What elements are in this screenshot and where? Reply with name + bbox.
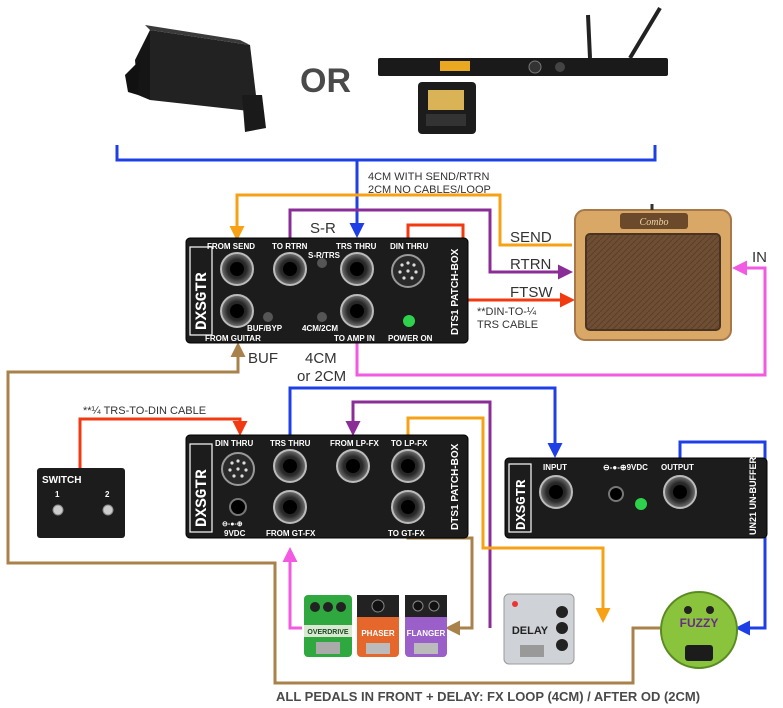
cable-purple-return	[288, 208, 573, 280]
patch-box-2: DXSGTR DTS1 PATCH-BOX DIN THRU TRS THRU …	[185, 434, 469, 539]
buffer-power-led	[635, 498, 647, 510]
pedal-phaser: PHASER	[357, 595, 399, 657]
pb2-din-thru-label: DIN THRU	[215, 439, 253, 448]
cable-blue-input	[115, 145, 657, 235]
pb1-s-r-trs-label: S-R/TRS	[308, 251, 341, 260]
cable-blue-buffer-out	[678, 440, 767, 636]
pedal-delay-footswitch[interactable]	[520, 645, 544, 657]
footswitch-unit: SWITCH 1 2	[37, 468, 125, 538]
footer-caption: ALL PEDALS IN FRONT + DELAY: FX LOOP (4C…	[276, 689, 700, 704]
pb2-dc-symbol: ⊖-●-⊕	[222, 521, 243, 528]
pb1-buf-byp-switch[interactable]	[263, 312, 273, 322]
pb1-buf-byp-label: BUF/BYP	[247, 324, 283, 333]
amp-badge: Combo	[640, 217, 669, 228]
cable-red-switch	[78, 417, 248, 468]
pb1-to-rtrn-label: TO RTRN	[272, 242, 308, 251]
switch-fs1-label: 1	[55, 490, 60, 499]
switch-title: SWITCH	[42, 475, 81, 486]
cm-label-line-1: 4CM	[305, 350, 337, 367]
combo-amp: Combo	[574, 204, 732, 341]
pedal-flanger-footswitch[interactable]	[414, 643, 438, 654]
s-r-label: S-R	[310, 220, 336, 237]
pb1-s-r-trs-switch[interactable]	[317, 258, 327, 268]
buf-label: BUF	[248, 350, 278, 367]
pb1-trs-thru-label: TRS THRU	[336, 242, 377, 251]
cable-red-ftsw	[406, 223, 575, 308]
buffer-input-label: INPUT	[543, 463, 567, 472]
send-label: SEND	[510, 229, 552, 246]
pb2-model-label: DTS1 PATCH-BOX	[450, 443, 461, 530]
cm-label-line-2: or 2CM	[297, 368, 346, 385]
pb2-to-lp-fx-label: TO LP-FX	[391, 439, 428, 448]
din-note-line-1: **DIN-TO-¼	[477, 306, 537, 318]
pb1-din-thru-label: DIN THRU	[390, 242, 428, 251]
pb2-trs-thru-label: TRS THRU	[270, 439, 311, 448]
cable-orange-lp-send	[406, 416, 611, 623]
wireless-receiver	[378, 6, 668, 76]
pedal-flanger: FLANGER	[405, 595, 447, 657]
cable-blue-trs-thru	[288, 386, 563, 458]
ftsw-label: FTSW	[510, 284, 553, 301]
din-note-line-2: TRS CABLE	[477, 319, 538, 331]
pedal-phaser-footswitch[interactable]	[366, 643, 390, 654]
buffer-brand-logo: DXSGTR	[514, 479, 530, 530]
pb1-power-on-label: POWER ON	[388, 334, 433, 343]
pb2-vdc-label: 9VDC	[224, 529, 246, 538]
pedal-delay-label: DELAY	[512, 625, 549, 637]
cable-orange-send	[229, 193, 572, 247]
buffer-output-label: OUTPUT	[661, 463, 694, 472]
pedal-overdrive-label: OVERDRIVE	[307, 629, 349, 636]
pedal-fuzzy-footswitch[interactable]	[685, 645, 713, 661]
cable-note-line-1: 4CM WITH SEND/RTRN	[368, 171, 489, 183]
switch-footswitch-2[interactable]	[102, 504, 114, 516]
un-buffer-box: DXSGTR UN21 UN-BUFFER INPUT ⊖-●-⊕9VDC OU…	[504, 456, 768, 539]
pb1-brand-logo: DXSGTR	[193, 272, 211, 330]
buffer-vdc-label: ⊖-●-⊕9VDC	[603, 463, 648, 472]
switch-footswitch-1[interactable]	[52, 504, 64, 516]
patch-box-1: DXSGTR DTS1 PATCH-BOX FROM SEND TO RTRN …	[185, 237, 469, 344]
pb2-brand-logo: DXSGTR	[193, 469, 211, 527]
buffer-model-label: UN21 UN-BUFFER	[748, 456, 758, 535]
or-text: OR	[300, 62, 351, 100]
pb1-model-label: DTS1 PATCH-BOX	[450, 248, 461, 335]
cable-purple-lp-return	[345, 400, 492, 628]
trs-din-note: **¼ TRS-TO-DIN CABLE	[83, 405, 206, 417]
rtrn-label: RTRN	[510, 256, 551, 273]
cable-magenta-gt-fx	[282, 547, 302, 630]
in-label: IN	[752, 249, 767, 266]
pedal-fuzzy: FUZZY	[660, 591, 738, 669]
pedal-phaser-label: PHASER	[361, 629, 395, 638]
cable-note-line-2: 2CM NO CABLES/LOOP	[368, 184, 491, 196]
pedal-fuzzy-label: FUZZY	[680, 616, 719, 630]
cable-magenta-amp-in	[355, 260, 767, 377]
pb2-from-gt-fx-label: FROM GT-FX	[266, 529, 316, 538]
humbucker-pickup	[125, 25, 266, 132]
pb1-cm-switch-label: 4CM/2CM	[302, 324, 338, 333]
pb2-to-gt-fx-label: TO GT-FX	[388, 529, 425, 538]
wireless-transmitter	[418, 82, 476, 134]
pedal-overdrive: OVERDRIVE	[304, 595, 352, 657]
pb1-from-guitar-label: FROM GUITAR	[205, 334, 261, 343]
switch-fs2-label: 2	[105, 490, 110, 499]
pb1-from-send-label: FROM SEND	[207, 242, 255, 251]
pb1-cm-switch[interactable]	[317, 312, 327, 322]
pb1-to-amp-in-label: TO AMP IN	[334, 334, 375, 343]
pb1-power-led	[403, 315, 415, 327]
cable-brown-guitar	[6, 342, 660, 685]
pb2-dc-jack[interactable]	[229, 498, 247, 516]
buffer-dc-jack[interactable]	[608, 486, 624, 502]
pedal-delay: DELAY	[503, 593, 575, 665]
pedal-overdrive-footswitch[interactable]	[316, 642, 340, 654]
pedal-flanger-label: FLANGER	[407, 629, 446, 638]
pb2-from-lp-fx-label: FROM LP-FX	[330, 439, 380, 448]
